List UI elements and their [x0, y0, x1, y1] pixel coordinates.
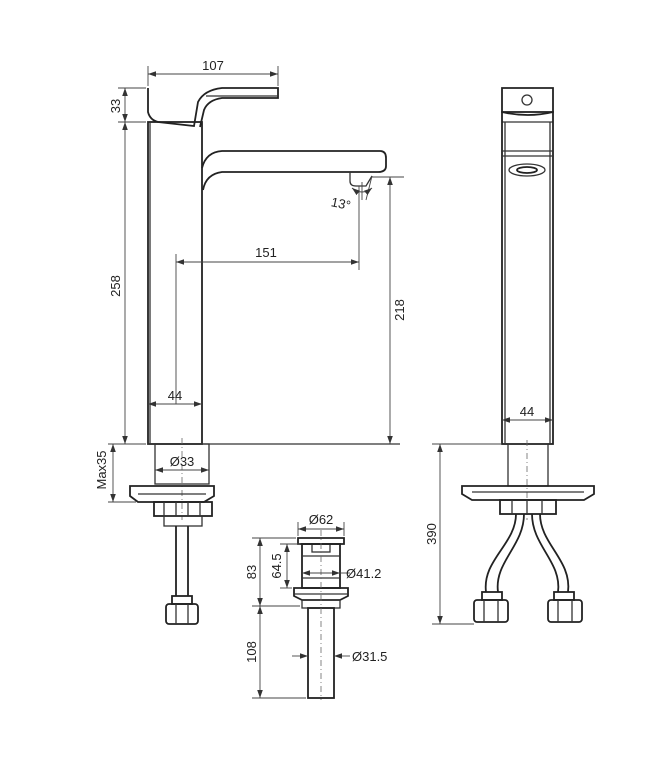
- dim-64-5: 64.5: [269, 553, 284, 578]
- waste-flange: [297, 537, 345, 545]
- dim-44-side: 44: [168, 388, 182, 403]
- dim-107: 107: [202, 58, 224, 73]
- dim-d62: Ø62: [309, 512, 334, 527]
- front-fixing-plate: [461, 485, 595, 501]
- dim-258: 258: [108, 275, 123, 297]
- side-hose-nut: [165, 603, 199, 625]
- dim-108: 108: [244, 641, 259, 663]
- dim-d41-2: Ø41.2: [346, 566, 381, 581]
- dim-151: 151: [255, 245, 277, 260]
- side-hose: [175, 526, 189, 596]
- dim-33: 33: [108, 99, 123, 113]
- front-hose-right: [531, 513, 570, 593]
- dim-d31-5: Ø31.5: [352, 649, 387, 664]
- dim-max35: Max35: [94, 450, 109, 489]
- dim-83: 83: [244, 565, 259, 579]
- side-spout: [201, 150, 387, 191]
- side-handle: [147, 87, 279, 128]
- front-view-dimensions: 44 390: [424, 404, 553, 625]
- front-hose-left: [484, 513, 525, 593]
- dim-d33: Ø33: [170, 454, 195, 469]
- front-lever-hole: [521, 94, 533, 106]
- side-view-dimensions: 107 33 258 151 218 13° 44 Ø33 Max35: [94, 58, 407, 503]
- dim-218: 218: [392, 299, 407, 321]
- front-view: [461, 87, 595, 623]
- front-body: [501, 111, 554, 445]
- front-hose-nut-right: [547, 599, 583, 623]
- front-handle: [501, 87, 554, 116]
- dim-390: 390: [424, 523, 439, 545]
- side-aerator: [349, 172, 373, 187]
- dim-44-front: 44: [520, 404, 534, 419]
- side-view: [129, 87, 400, 625]
- front-outlet: [508, 163, 546, 177]
- waste-dimensions: Ø62 83 64.5 Ø41.2 108 Ø31.5: [244, 512, 387, 699]
- waste-view: [293, 530, 349, 700]
- front-shank: [507, 443, 549, 487]
- dim-13deg: 13°: [330, 194, 352, 213]
- front-hose-nut-left: [473, 599, 509, 623]
